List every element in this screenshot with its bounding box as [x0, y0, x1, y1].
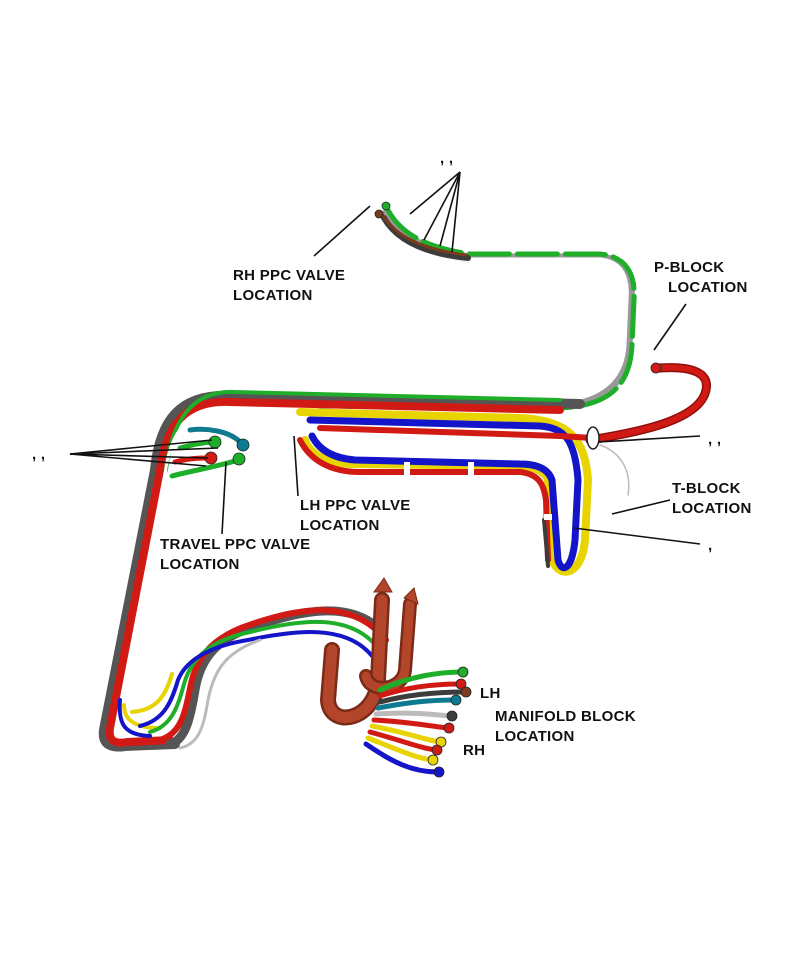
rh-ppc-valve-label: RH PPC VALVE: [233, 267, 345, 284]
p-block-label: P-BLOCK: [654, 259, 724, 276]
p-block-hose: [585, 362, 711, 496]
callout-right-upper: , ,: [708, 431, 721, 448]
manifold-block-label-2: LOCATION: [495, 728, 575, 745]
manifold-hose-bundle: [130, 606, 389, 750]
manifold-hose-ends: [363, 666, 472, 778]
t-block-label: T-BLOCK: [672, 480, 741, 497]
lh-label: LH: [480, 685, 501, 702]
t-block-clamp: [586, 426, 600, 450]
lh-ppc-valve-label-2: LOCATION: [300, 517, 380, 534]
rh-ppc-hose-bundle: [317, 201, 637, 411]
travel-ppc-valve-label: TRAVEL PPC VALVE: [160, 536, 310, 553]
labels: , , RH PPC VALVE LOCATION P-BLOCK LOCATI…: [32, 150, 752, 759]
rh-ppc-valve-label-2: LOCATION: [233, 287, 313, 304]
t-block-label-2: LOCATION: [672, 500, 752, 517]
lh-ppc-valve-label: LH PPC VALVE: [300, 497, 411, 514]
travel-ppc-valve-hoses: [169, 426, 250, 479]
callout-top: , ,: [440, 150, 453, 167]
callout-left: , ,: [32, 446, 45, 463]
callout-right-lower: ,: [708, 537, 712, 554]
travel-ppc-valve-label-2: LOCATION: [160, 556, 240, 573]
main-hose-trunk: [98, 389, 585, 752]
leader-lines: [69, 171, 701, 545]
manifold-block-label: MANIFOLD BLOCK: [495, 708, 636, 725]
lh-ppc-hose-loop: [296, 408, 595, 576]
p-block-label-2: LOCATION: [668, 279, 748, 296]
rh-label: RH: [463, 742, 485, 759]
